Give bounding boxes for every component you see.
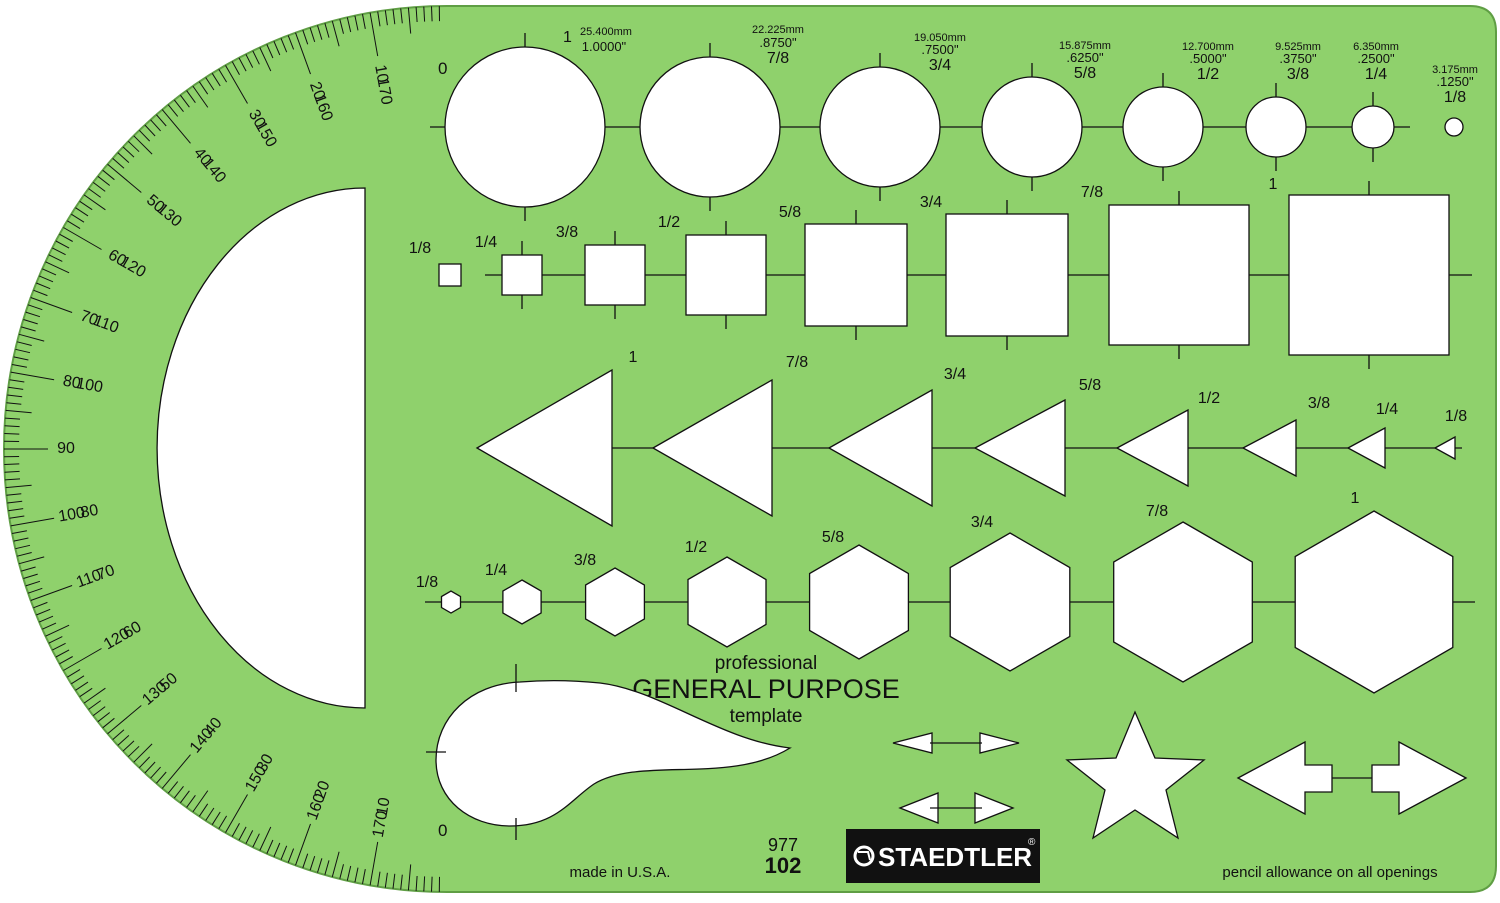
hexagon-label: 1/2 [685, 539, 707, 556]
protractor-tick [432, 6, 433, 21]
logo-registered-mark: ® [1028, 837, 1036, 848]
square-label: 3/4 [920, 194, 942, 211]
protractor-tick [4, 434, 19, 435]
hexagon-label: 1/4 [485, 562, 507, 579]
square-opening [1289, 195, 1449, 355]
circle-label-frac: 7/8 [767, 50, 789, 67]
square-label: 5/8 [779, 204, 801, 221]
title-template: template [730, 706, 803, 727]
hexagon-label: 7/8 [1146, 503, 1168, 520]
circle-label-frac: 1/2 [1197, 66, 1219, 83]
square-opening [946, 214, 1068, 336]
circle-label-frac: 3/8 [1287, 66, 1309, 83]
square-label: 7/8 [1081, 184, 1103, 201]
protractor-degree-label: 90 [57, 440, 75, 457]
circle-opening [445, 47, 605, 207]
protractor-tick [432, 877, 433, 892]
circle-label-frac: 1/8 [1444, 89, 1466, 106]
circle-label-inch: .1250" [1436, 74, 1474, 89]
square-label: 1/8 [409, 240, 431, 257]
hexagon-label: 1/8 [416, 574, 438, 591]
staedtler-logo: STAEDTLER ® [846, 829, 1040, 883]
circle-label-inch: .2500" [1357, 51, 1395, 66]
square-label: 1/2 [658, 214, 680, 231]
circle-opening [1123, 87, 1203, 167]
hexagon-opening [442, 591, 461, 613]
triangle-label: 7/8 [786, 354, 808, 371]
triangle-label: 1/8 [1445, 408, 1467, 425]
hexagon-label: 5/8 [822, 529, 844, 546]
circle-label-frac: 1/4 [1365, 66, 1387, 83]
triangle-label: 1/4 [1376, 401, 1398, 418]
protractor-degree-label-inner: 80 [79, 502, 100, 522]
triangle-label: 1/2 [1198, 390, 1220, 407]
zero-top-label: 0 [438, 59, 447, 78]
square-opening [585, 245, 645, 305]
circle-label-inch: .7500" [921, 42, 959, 57]
circle-opening [1445, 118, 1463, 136]
circle-label-inch: .5000" [1189, 51, 1227, 66]
circle-label-inch: .6250" [1066, 50, 1104, 65]
hexagon-label: 3/8 [574, 552, 596, 569]
protractor-degree-label-inner: 10 [374, 796, 394, 817]
title-professional: professional [715, 653, 817, 674]
square-opening [502, 255, 542, 295]
circle-label-frac: 3/4 [929, 57, 951, 74]
title-general-purpose: GENERAL PURPOSE [632, 674, 900, 704]
circle-opening [640, 57, 780, 197]
triangle-label: 3/4 [944, 366, 966, 383]
hexagon-label: 1 [1351, 490, 1360, 507]
circle-label-inch: .3750" [1279, 51, 1317, 66]
square-opening [805, 224, 907, 326]
circle-opening [1246, 97, 1306, 157]
zero-bottom-label: 0 [438, 821, 447, 840]
logo-text: STAEDTLER [878, 842, 1032, 872]
square-opening [686, 235, 766, 315]
model-number-102: 102 [765, 853, 802, 878]
square-opening [1109, 205, 1249, 345]
circle-opening [982, 77, 1082, 177]
made-in-label: made in U.S.A. [570, 864, 671, 881]
triangle-label: 1 [629, 349, 638, 366]
hexagon-label: 3/4 [971, 514, 993, 531]
triangle-label: 5/8 [1079, 377, 1101, 394]
model-number-977: 977 [768, 835, 798, 855]
circle-1-frac-label: 1 [563, 29, 572, 46]
square-label: 3/8 [556, 224, 578, 241]
circle-label-frac: 5/8 [1074, 65, 1096, 82]
triangle-label: 3/8 [1308, 395, 1330, 412]
circle-opening [820, 67, 940, 187]
square-label: 1/4 [475, 234, 497, 251]
protractor-tick [4, 464, 19, 465]
pencil-allowance-note: pencil allowance on all openings [1222, 864, 1437, 881]
circle-label-inch: .8750" [759, 35, 797, 50]
circle-opening [1352, 106, 1394, 148]
circle-label-inch: 1.0000" [582, 39, 627, 54]
circle-label-mm: 25.400mm [580, 26, 632, 38]
square-label: 1 [1269, 176, 1278, 193]
square-opening [439, 264, 461, 286]
